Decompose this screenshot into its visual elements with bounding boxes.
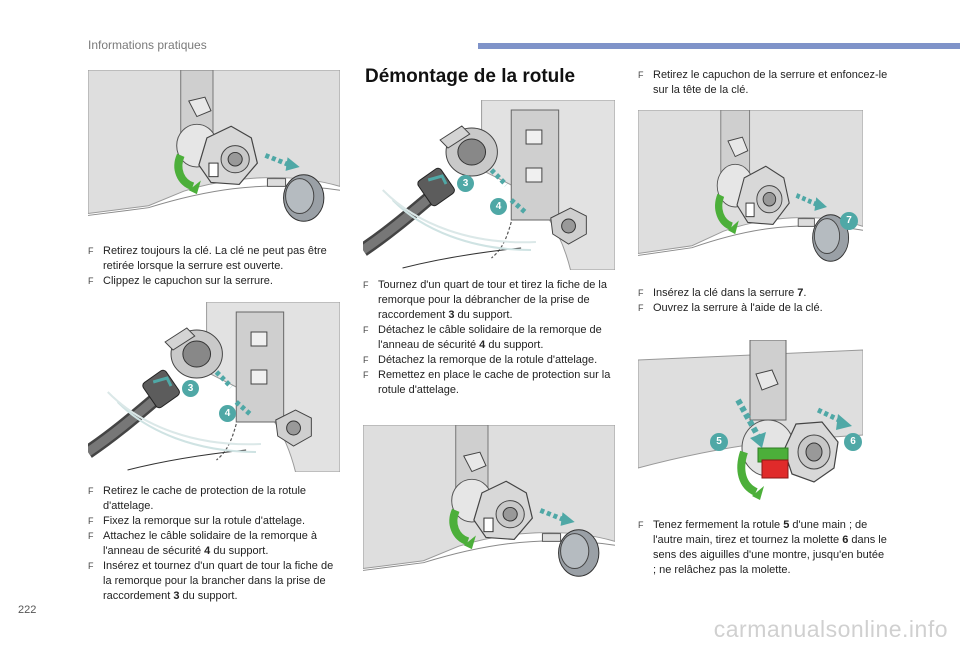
lock-illustration (638, 110, 863, 270)
socket-illustration (88, 302, 340, 472)
bullet-mark: F (88, 486, 94, 496)
page-number: 222 (18, 604, 37, 616)
section-header: Informations pratiques (88, 38, 207, 52)
callout-4: 4 (219, 405, 236, 422)
figure-socket-disconnect: 3 4 (363, 100, 615, 270)
bullet-mark: F (88, 516, 94, 526)
figure-key-insert: 7 (638, 110, 863, 270)
bullet-mark: F (638, 303, 644, 313)
bullet-mark: F (363, 355, 369, 365)
bullet-mark: F (88, 276, 94, 286)
bullet-mark: F (88, 561, 94, 571)
callout-4: 4 (490, 198, 507, 215)
callout-7: 7 (840, 212, 858, 230)
figure-socket-connect: 3 4 (88, 302, 340, 472)
bullet-mark: F (363, 280, 369, 290)
bullet-mark: F (638, 288, 644, 298)
bullet-mark: F (363, 370, 369, 380)
bullet-mark: F (88, 246, 94, 256)
lock-illustration (88, 70, 340, 230)
callout-3: 3 (457, 175, 474, 192)
bullet-mark: F (638, 520, 644, 530)
section-title: Démontage de la rotule (365, 66, 576, 87)
bullet-mark: F (638, 70, 644, 80)
bullet-mark: F (88, 531, 94, 541)
figure-cap-refit (363, 425, 615, 585)
callout-6: 6 (844, 433, 862, 451)
socket-illustration (363, 100, 615, 270)
header-bar (478, 43, 960, 49)
figure-key-removal (88, 70, 340, 230)
bullet-mark: F (363, 325, 369, 335)
watermark: carmanualsonline.info (713, 616, 948, 642)
callout-5: 5 (710, 433, 728, 451)
figure-wheel-turn: 5 6 (638, 340, 863, 510)
lock-illustration (363, 425, 615, 585)
callout-3: 3 (182, 380, 199, 397)
wheel-illustration (638, 340, 863, 510)
